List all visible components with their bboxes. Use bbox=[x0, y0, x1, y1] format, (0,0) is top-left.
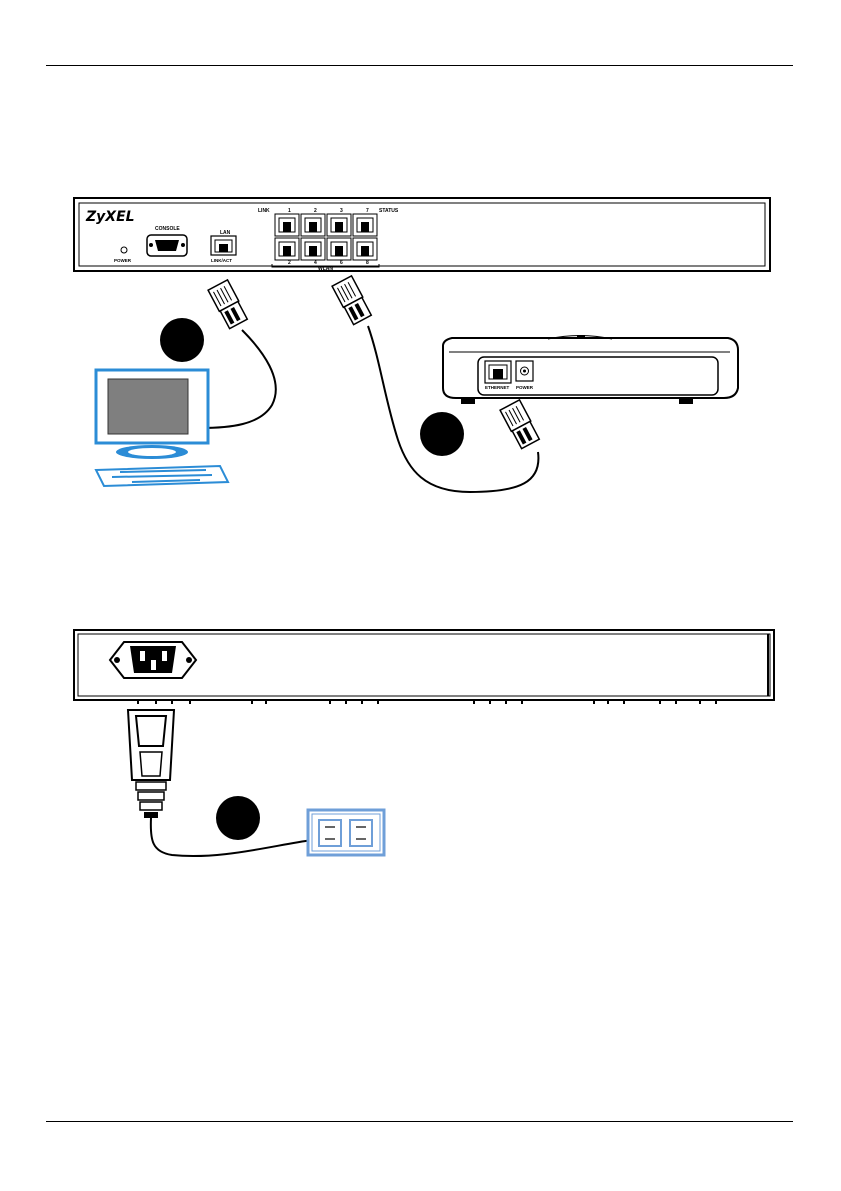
port-number: 7 bbox=[366, 208, 369, 214]
port-number: 8 bbox=[366, 260, 369, 266]
brand-logo: ZyXEL bbox=[85, 209, 135, 225]
ethernet-port-icon bbox=[353, 238, 377, 260]
ethernet-port-icon bbox=[327, 238, 351, 260]
ethernet-port-icon bbox=[327, 214, 351, 236]
device-rear-panel bbox=[74, 630, 774, 704]
ethernet-port-icon bbox=[275, 238, 299, 260]
lan-sub-label: LINK/ACT bbox=[211, 258, 232, 263]
port-number: 1 bbox=[288, 208, 291, 214]
ac-power-inlet-icon bbox=[110, 642, 196, 678]
ap-power-label: POWER bbox=[516, 385, 534, 390]
lan-port-icon bbox=[211, 236, 236, 255]
ethernet-cable bbox=[200, 330, 276, 428]
ethernet-port-icon bbox=[301, 214, 325, 236]
ap-ethernet-label: ETHERNET bbox=[485, 385, 510, 390]
wall-outlet-icon bbox=[308, 810, 384, 855]
console-label: CONSOLE bbox=[155, 226, 180, 232]
link-label: LINK bbox=[258, 208, 270, 214]
access-point-device: ETHERNET POWER bbox=[443, 335, 738, 404]
ethernet-plug-icon bbox=[332, 276, 372, 325]
computer-icon bbox=[96, 370, 228, 486]
ethernet-port-icon bbox=[353, 214, 377, 236]
power-led-label: POWER bbox=[114, 258, 132, 263]
port-number: 4 bbox=[314, 260, 317, 266]
step-marker bbox=[216, 796, 260, 840]
power-jack-icon bbox=[516, 361, 533, 381]
port-number: 2 bbox=[288, 260, 291, 266]
port-number: 6 bbox=[340, 260, 343, 266]
status-label: STATUS bbox=[379, 208, 399, 214]
console-port-icon bbox=[147, 235, 187, 256]
ethernet-port-icon bbox=[485, 361, 511, 383]
ethernet-port-icon bbox=[275, 214, 299, 236]
power-led-icon bbox=[121, 247, 127, 253]
lan-label: LAN bbox=[220, 230, 231, 236]
step-marker bbox=[160, 318, 204, 362]
port-number: 2 bbox=[314, 208, 317, 214]
ethernet-plug-icon bbox=[208, 280, 248, 329]
monitor-screen bbox=[108, 379, 188, 434]
ethernet-plug-icon bbox=[500, 400, 540, 449]
device-front-panel: ZyXEL POWER CONSOLE LAN LINK/ACT LINK ST… bbox=[74, 198, 770, 272]
ethernet-port-icon bbox=[301, 238, 325, 260]
power-plug-icon bbox=[128, 710, 174, 818]
step-marker bbox=[420, 412, 464, 456]
port-number: 3 bbox=[340, 208, 343, 214]
wlan-label: WLAN bbox=[318, 266, 333, 272]
